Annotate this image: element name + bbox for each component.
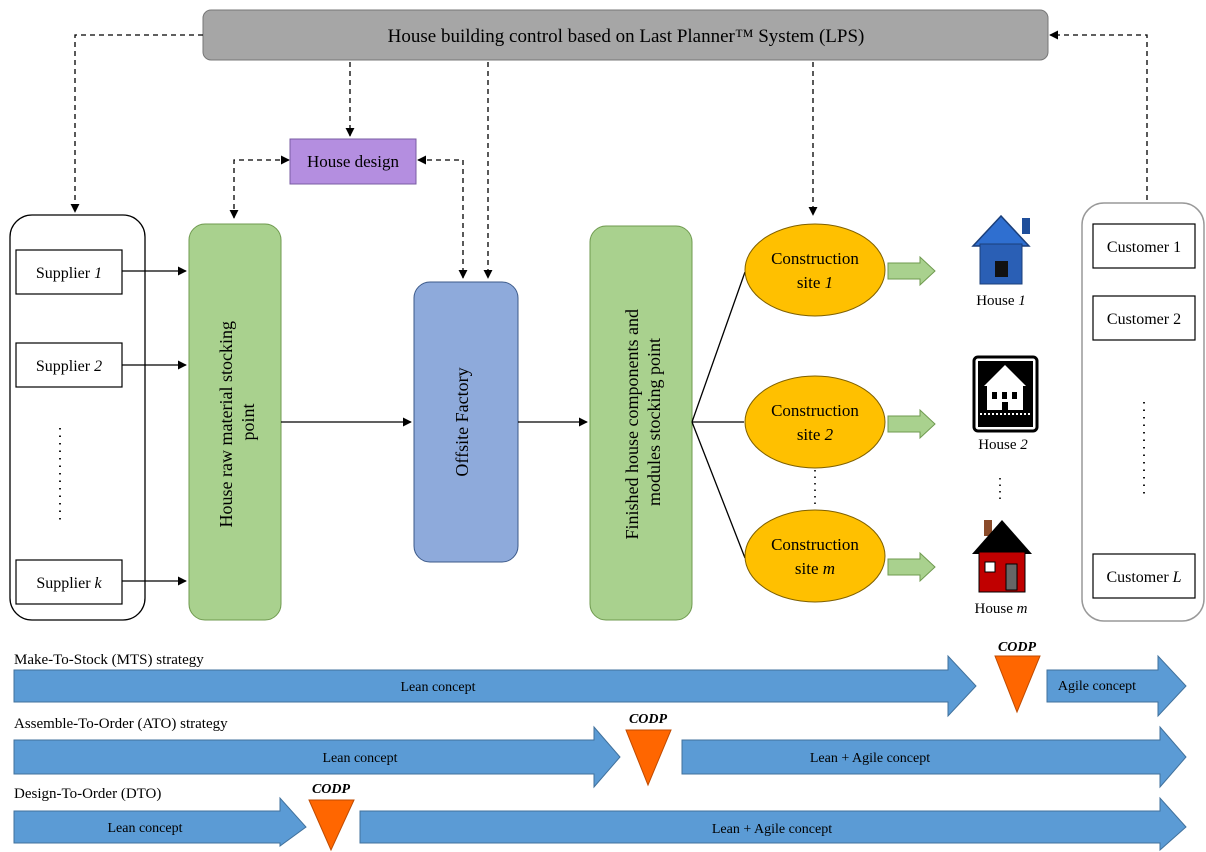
supplier-box: Supplier k [15,559,123,605]
agile-arrow-label: Agile concept [1058,679,1136,694]
svg-text:Customer 2: Customer 2 [1107,311,1181,328]
house-icon-blue [971,214,1031,285]
house-design-label: House design [307,152,400,171]
supplier-box: Supplier 2 [15,342,123,388]
raw-material-stocking-point: House raw material stocking point [188,223,282,621]
construction-site: Construction site m [744,509,886,603]
control-arrow-customers [1049,30,1148,200]
svg-text:Supplier 1: Supplier 1 [36,265,102,282]
supplier-box: Supplier 1 [15,249,123,295]
lean-arrow [13,796,307,847]
codp-marker [994,655,1041,714]
agile-arrow [1046,654,1187,718]
svg-text:House raw material stocking: House raw material stocking point [216,317,258,528]
strategy-label: Design-To-Order (DTO) [14,786,161,802]
house-icon-red [972,520,1032,593]
strategy-label: Make-To-Stock (MTS) strategy [14,652,204,668]
house-label: House 2 [978,437,1028,453]
strategy-ato: Assemble-To-Order (ATO) strategy Lean co… [13,712,1187,789]
codp-label: CODP [998,640,1037,655]
svg-text:site m: site m [795,559,835,578]
strategy-mts: Make-To-Stock (MTS) strategy Lean concep… [13,640,1187,718]
customer-box: Customer L [1092,553,1196,599]
house-label: House 1 [976,293,1026,309]
codp-label: CODP [629,712,668,727]
svg-text:site 2: site 2 [797,425,834,444]
customer-box: Customer 2 [1092,295,1196,341]
house-icon-framed [972,355,1039,433]
lean-arrow-label: Lean concept [322,751,397,766]
construction-site: Construction site 1 [744,223,886,317]
control-links [70,30,1148,279]
control-arrow-suppliers [70,34,203,213]
factory-label: Offsite Factory [452,367,472,476]
construction-site: Construction site 2 [744,375,886,469]
finished-stocking-point: Finished house components and modules st… [589,225,693,621]
svg-text:Customer 1: Customer 1 [1107,239,1181,256]
site-to-house-arrows [887,255,936,583]
svg-text:Finished house components and: Finished house components and modules st… [622,305,664,540]
house-design: House design [289,138,417,185]
svg-text:Customer L: Customer L [1106,569,1181,586]
svg-text:Construction: Construction [771,401,859,420]
header-title: House building control based on Last Pla… [388,26,865,47]
customers-group: Customer 1 Customer 2 Customer L [1081,202,1205,622]
svg-text:Supplier 2: Supplier 2 [36,358,102,375]
customer-box: Customer 1 [1092,223,1196,269]
svg-text:Supplier k: Supplier k [36,575,102,592]
design-factory-link [417,155,468,279]
distribution-lines [691,271,746,559]
lps-header: House building control based on Last Pla… [202,9,1049,61]
lean-arrow-label: Lean concept [400,680,475,695]
lean-arrow [13,654,977,718]
svg-text:site 1: site 1 [797,273,833,292]
agile-arrow [359,796,1187,852]
lean-arrow-label: Lean concept [107,821,182,836]
strategy-dto: Design-To-Order (DTO) Lean concept CODP … [13,782,1187,852]
strategy-label: Assemble-To-Order (ATO) strategy [14,716,228,732]
suppliers-group: Supplier 1 Supplier 2 Supplier k [9,214,146,621]
svg-text:Construction: Construction [771,535,859,554]
agile-arrow [681,725,1187,789]
svg-text:Construction: Construction [771,249,859,268]
house-label: House m [975,601,1028,617]
codp-marker [625,729,672,787]
codp-label: CODP [312,782,351,797]
design-raw-link [229,155,290,219]
codp-marker [308,799,355,852]
agile-arrow-label: Lean + Agile concept [810,751,930,766]
agile-arrow-label: Lean + Agile concept [712,822,832,837]
lean-arrow [13,725,621,789]
supplier-flow-arrows [122,266,187,586]
offsite-factory: Offsite Factory [413,281,519,563]
